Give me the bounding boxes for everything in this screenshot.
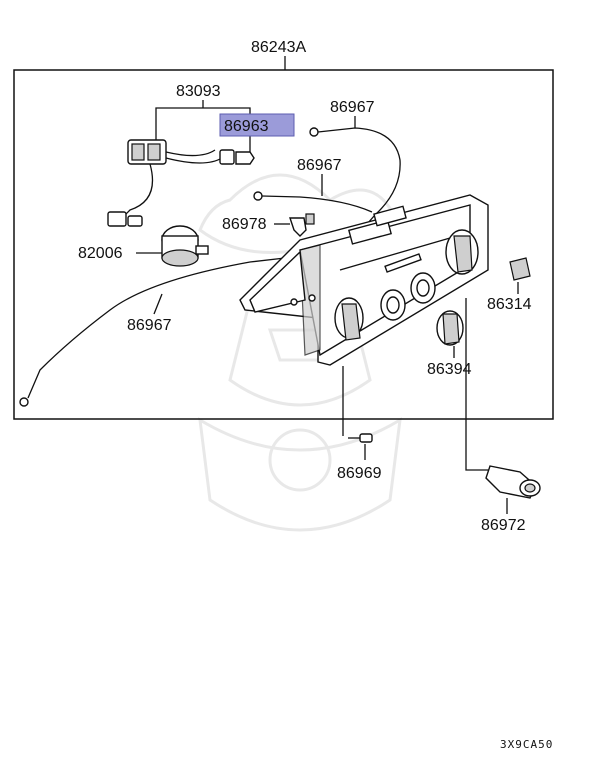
screw-86969 (348, 433, 373, 443)
callout-86967-mid: 86967 (297, 157, 342, 174)
cable-clip (289, 217, 307, 237)
callout-83093: 83093 (176, 83, 221, 100)
callout-86394: 86394 (427, 361, 472, 378)
highlight-box-86963 (219, 113, 295, 137)
heater-control-panel (239, 194, 489, 366)
callout-86314: 86314 (487, 296, 532, 313)
wiring-harness (107, 139, 255, 227)
blower-switch (161, 225, 209, 267)
assembly-boundary (13, 69, 554, 420)
callout-86963: 86963 (224, 118, 269, 135)
drawing-code: 3X9CA50 (500, 738, 553, 751)
callout-86967-top: 86967 (330, 99, 375, 116)
callout-86978: 86978 (222, 216, 267, 233)
small-knob-86314 (509, 257, 531, 281)
bulb-socket-86972 (485, 465, 541, 499)
assembly-label: 86243A (251, 39, 306, 56)
callout-86967-left: 86967 (127, 317, 172, 334)
callout-86972: 86972 (481, 517, 526, 534)
control-cable-left (27, 257, 286, 399)
control-knob-86394 (436, 310, 464, 346)
control-cable-top (317, 127, 401, 233)
callout-86969: 86969 (337, 465, 382, 482)
callout-82006: 82006 (78, 245, 123, 262)
control-cable-mid (261, 195, 373, 213)
